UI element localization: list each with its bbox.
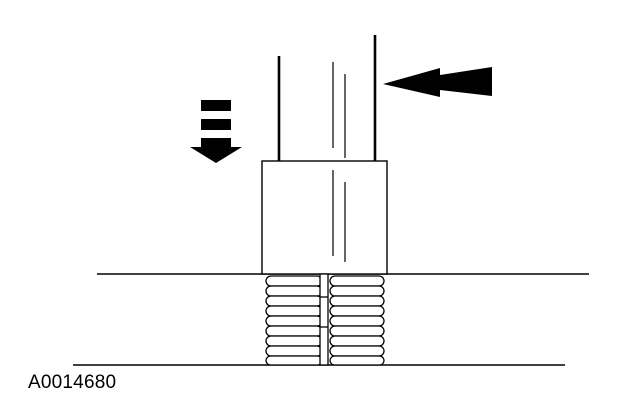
- coiled-seal: [265, 275, 385, 366]
- tool-shaft: [277, 35, 377, 161]
- seal-center-slot: [319, 273, 329, 366]
- figure-id-label: A0014680: [28, 372, 117, 393]
- installer-block: [261, 160, 388, 275]
- left-arrow-icon: [383, 67, 492, 97]
- dashed-down-arrow-icon: [190, 100, 242, 163]
